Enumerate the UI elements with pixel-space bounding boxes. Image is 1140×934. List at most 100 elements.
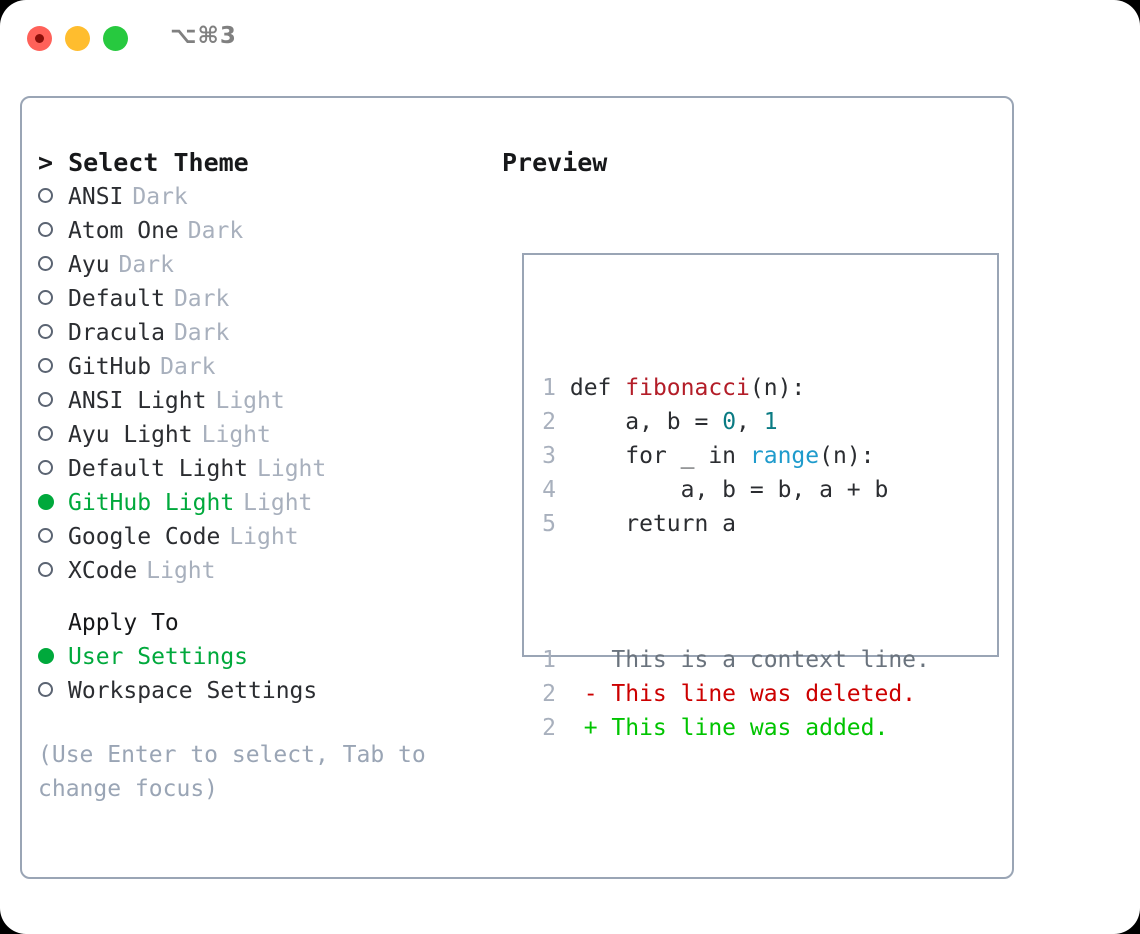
theme-variant-tag: Light	[215, 388, 285, 414]
code-token-plain: (n):	[819, 443, 875, 469]
diff-lines: 1 This is a context line.2 - This line w…	[542, 643, 930, 745]
radio-dot	[38, 358, 53, 373]
line-number: 2	[542, 409, 556, 435]
radio-dot	[38, 528, 53, 543]
radio-dot	[38, 256, 53, 271]
line-number: 3	[542, 443, 556, 469]
radio-selected-icon[interactable]	[38, 640, 68, 674]
theme-item[interactable]: Google Code Light	[38, 520, 478, 554]
theme-label: GitHub	[68, 354, 152, 380]
close-button-icon[interactable]	[27, 26, 52, 51]
preview-column: Preview 1 def fibonacci(n):2 a, b = 0, 1…	[502, 146, 1002, 741]
shortcut-label: ⌥⌘3	[170, 23, 237, 49]
apply-to-title: Apply To	[68, 610, 179, 636]
code-line: 5 return a	[542, 507, 930, 541]
theme-label: Ayu	[68, 252, 110, 278]
line-number: 2	[542, 715, 556, 741]
radio-dot	[38, 682, 53, 697]
diff-line-add: 2 + This line was added.	[542, 711, 930, 745]
code-token-builtin: range	[749, 443, 820, 469]
theme-label: Dracula	[68, 320, 165, 346]
title-bar: ⌥⌘3	[0, 0, 1140, 78]
theme-item[interactable]: ANSI Light Light	[38, 384, 478, 418]
radio-dot	[38, 392, 53, 407]
diff-line-ctx: 1 This is a context line.	[542, 643, 930, 677]
code-token-plain: return a	[569, 511, 737, 537]
code-token-plain: for _ in	[569, 443, 750, 469]
theme-variant-tag: Light	[146, 558, 216, 584]
theme-variant-tag: Dark	[173, 286, 230, 312]
apply-to-label: Workspace Settings	[68, 678, 318, 704]
code-token-plain: a, b = b, a + b	[569, 477, 889, 503]
code-token-num: 1	[763, 409, 778, 435]
preview-header: Preview	[502, 148, 608, 177]
code-token-plain: a, b =	[569, 409, 723, 435]
theme-label: Default Light	[68, 456, 249, 482]
theme-label: XCode	[68, 558, 138, 584]
code-line: 3 for _ in range(n):	[542, 439, 930, 473]
code-line: 4 a, b = b, a + b	[542, 473, 930, 507]
line-number: 1	[542, 647, 556, 673]
diff-text: + This line was added.	[556, 715, 889, 741]
radio-unselected-icon[interactable]	[38, 316, 68, 350]
radio-dot	[38, 460, 53, 475]
traffic-lights	[27, 26, 128, 51]
radio-unselected-icon[interactable]	[38, 180, 68, 214]
code-line: 1 def fibonacci(n):	[542, 371, 930, 405]
radio-unselected-icon[interactable]	[38, 350, 68, 384]
apply-to-label: User Settings	[68, 644, 249, 670]
radio-unselected-icon[interactable]	[38, 674, 68, 708]
theme-item[interactable]: Default Light Light	[38, 452, 478, 486]
radio-unselected-icon[interactable]	[38, 248, 68, 282]
radio-unselected-icon[interactable]	[38, 418, 68, 452]
theme-label: Ayu Light	[68, 422, 193, 448]
code-token-plain: (n):	[749, 375, 806, 401]
radio-dot	[38, 493, 54, 510]
diff-text: This is a context line.	[556, 647, 930, 673]
theme-item[interactable]: XCode Light	[38, 554, 478, 588]
theme-variant-tag: Light	[257, 456, 327, 482]
keyboard-hint: (Use Enter to select, Tab to change focu…	[38, 742, 440, 802]
apply-to-item[interactable]: Workspace Settings	[38, 674, 478, 708]
zoom-button-icon[interactable]	[103, 26, 128, 51]
radio-unselected-icon[interactable]	[38, 214, 68, 248]
code-token-plain: ,	[736, 409, 764, 435]
line-number: 5	[542, 511, 556, 537]
radio-dot	[38, 222, 53, 237]
theme-item[interactable]: Dracula Dark	[38, 316, 478, 350]
theme-variant-tag: Dark	[187, 218, 244, 244]
radio-selected-icon[interactable]	[38, 486, 68, 520]
theme-label: Google Code	[68, 524, 221, 550]
diff-text: - This line was deleted.	[556, 681, 917, 707]
radio-dot	[38, 562, 53, 577]
radio-dot	[38, 426, 53, 441]
radio-unselected-icon[interactable]	[38, 520, 68, 554]
radio-unselected-icon[interactable]	[38, 384, 68, 418]
theme-variant-tag: Light	[243, 490, 313, 516]
radio-unselected-icon[interactable]	[38, 282, 68, 316]
radio-unselected-icon[interactable]	[38, 554, 68, 588]
apply-to-item[interactable]: User Settings	[38, 640, 478, 674]
theme-label: ANSI	[68, 184, 124, 210]
theme-variant-tag: Light	[229, 524, 299, 550]
radio-unselected-icon[interactable]	[38, 452, 68, 486]
diff-line-del: 2 - This line was deleted.	[542, 677, 930, 711]
theme-variant-tag: Dark	[173, 320, 230, 346]
theme-label: ANSI Light	[68, 388, 207, 414]
line-number: 2	[542, 681, 556, 707]
minimize-button-icon[interactable]	[65, 26, 90, 51]
